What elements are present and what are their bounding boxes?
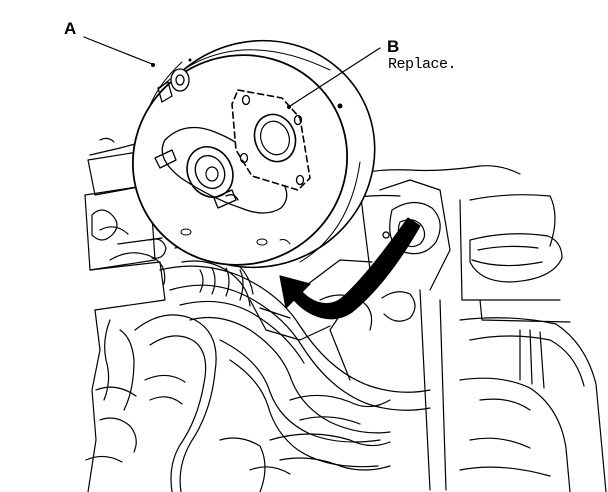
- callout-a-label: A: [64, 19, 77, 38]
- booster-studs: [154, 68, 257, 209]
- callout-b-leader: [289, 47, 381, 107]
- curved-arrow-icon: [279, 217, 421, 320]
- callout-b-note: Replace.: [388, 56, 457, 73]
- callout-leaders: [83, 36, 381, 109]
- callout-a-leader: [83, 36, 153, 65]
- booster-gasket: [231, 89, 311, 191]
- callout-b-label: B: [387, 37, 400, 56]
